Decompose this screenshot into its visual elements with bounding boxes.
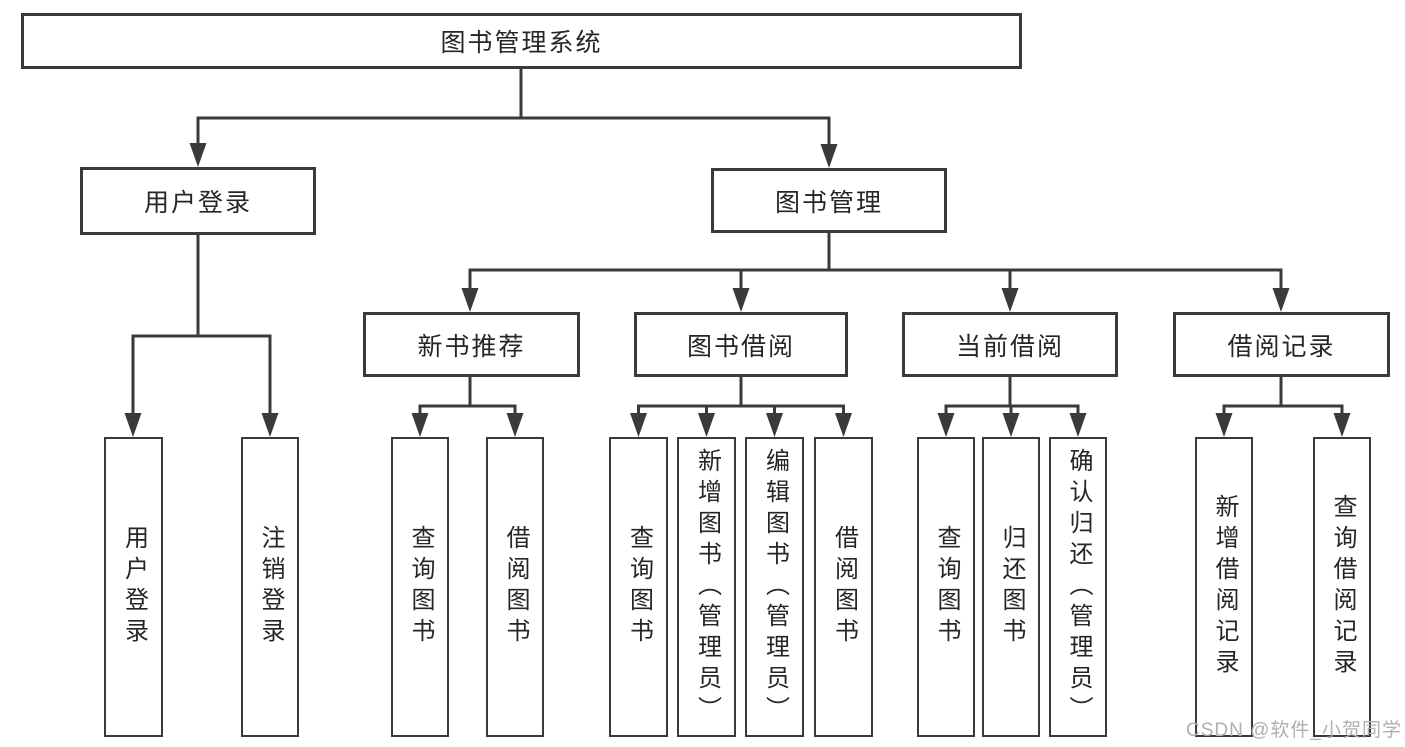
leaf-cb-query-books: 查询图书 [917,437,975,737]
node-book-management-label: 图书管理 [774,188,883,217]
node-borrow-records-label: 借阅记录 [1227,332,1336,361]
leaf-logout: 注销登录 [241,437,299,737]
leaf-user-login: 用户登录 [104,437,163,737]
leaf-cb-confirm-return-admin-label: 确认归还（管理员） [1065,447,1092,727]
connector-book-management-to-level3 [461,233,1290,312]
node-book-borrow-label: 图书借阅 [686,332,795,361]
node-borrow-records: 借阅记录 [1173,312,1390,377]
leaf-br-add-record-label: 新增借阅记录 [1211,494,1238,680]
node-root: 图书管理系统 [21,13,1022,69]
leaf-cb-return-books: 归还图书 [982,437,1040,737]
leaf-bb-query-books: 查询图书 [609,437,668,737]
node-user-login: 用户登录 [80,167,316,235]
node-root-label: 图书管理系统 [440,29,603,57]
node-user-login-label: 用户登录 [143,189,252,217]
node-book-borrow: 图书借阅 [634,312,848,377]
node-book-management: 图书管理 [711,168,947,233]
leaf-bb-borrow-books: 借阅图书 [814,437,873,737]
leaf-cb-return-books-label: 归还图书 [998,525,1025,649]
leaf-nbr-borrow-books-label: 借阅图书 [502,525,529,649]
connector-borrow-records-to-leaves [1215,377,1351,437]
leaf-user-login-label: 用户登录 [120,525,148,649]
leaf-bb-add-books-admin-label: 新增图书（管理员） [693,447,721,727]
leaf-br-query-record: 查询借阅记录 [1313,437,1371,737]
csdn-watermark: CSDN @软件_小贺同学 [1186,720,1402,741]
node-new-book-recommend: 新书推荐 [363,312,580,377]
leaf-bb-query-books-label: 查询图书 [625,525,653,649]
leaf-nbr-query-books-label: 查询图书 [407,525,434,649]
leaf-br-query-record-label: 查询借阅记录 [1329,494,1356,680]
leaf-nbr-borrow-books: 借阅图书 [486,437,544,737]
connector-current-borrow-to-leaves [937,377,1087,437]
connector-root-to-level2 [189,69,838,168]
connector-new-book-recommend-to-leaves [411,377,524,437]
connector-book-borrow-to-leaves [630,377,852,437]
leaf-cb-confirm-return-admin: 确认归还（管理员） [1049,437,1107,737]
connector-user-login-to-leaves [124,235,279,437]
leaf-bb-edit-books-admin-label: 编辑图书（管理员） [761,447,789,727]
node-new-book-recommend-label: 新书推荐 [417,332,526,361]
node-current-borrow-label: 当前借阅 [955,332,1064,361]
leaf-bb-borrow-books-label: 借阅图书 [830,525,858,649]
node-current-borrow: 当前借阅 [902,312,1118,377]
leaf-logout-label: 注销登录 [257,525,284,649]
leaf-br-add-record: 新增借阅记录 [1195,437,1253,737]
leaf-cb-query-books-label: 查询图书 [933,525,960,649]
leaf-bb-add-books-admin: 新增图书（管理员） [677,437,736,737]
leaf-nbr-query-books: 查询图书 [391,437,449,737]
leaf-bb-edit-books-admin: 编辑图书（管理员） [745,437,804,737]
